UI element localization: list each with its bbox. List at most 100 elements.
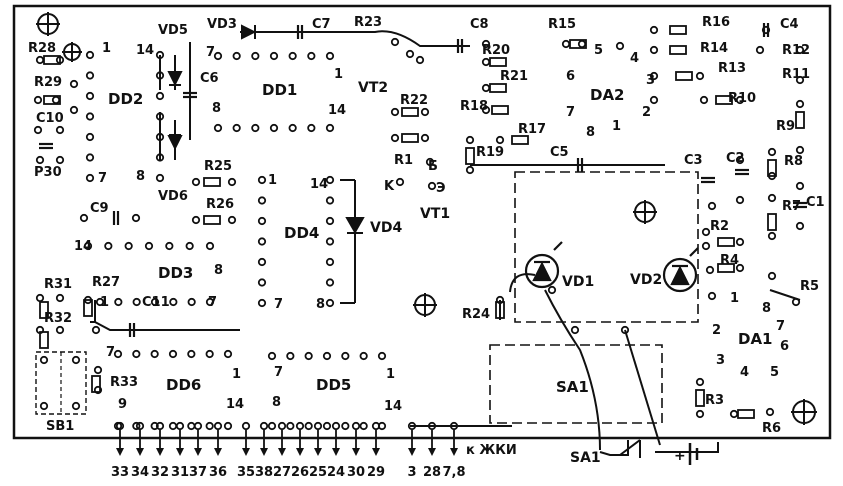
pad bbox=[269, 123, 279, 133]
connector-arrow-icon bbox=[136, 448, 144, 456]
pad bbox=[185, 241, 194, 251]
label-sa1-bottom: SA1 bbox=[570, 450, 601, 466]
pad bbox=[304, 351, 313, 361]
pad bbox=[104, 241, 113, 251]
connector-label: 32 bbox=[151, 465, 169, 480]
pad bbox=[735, 237, 745, 247]
label-r2: R2 bbox=[710, 219, 729, 234]
connector-arrow-icon bbox=[352, 448, 360, 456]
pad bbox=[767, 231, 777, 241]
label-r5: R5 bbox=[800, 279, 819, 294]
pad bbox=[570, 325, 580, 335]
pad bbox=[51, 95, 61, 105]
pad bbox=[795, 181, 805, 191]
pad bbox=[288, 51, 297, 61]
label-c11: C11 bbox=[142, 295, 170, 310]
connector-arrow-icon bbox=[332, 448, 340, 456]
resistor-body bbox=[491, 105, 509, 115]
resistor-body bbox=[717, 237, 735, 247]
connector-arrow-icon bbox=[278, 448, 286, 456]
battery-symbol bbox=[688, 443, 699, 465]
connector-arrow-icon bbox=[428, 448, 436, 456]
label-r7: R7 bbox=[782, 199, 801, 214]
pad bbox=[405, 49, 415, 59]
pad bbox=[71, 401, 81, 411]
label-r1: R1 bbox=[394, 153, 413, 168]
pad bbox=[150, 349, 159, 359]
resistor-body bbox=[675, 71, 693, 81]
connector-arrow-icon bbox=[194, 448, 202, 456]
label-r22: R22 bbox=[400, 93, 428, 108]
label-vd6: VD6 bbox=[158, 189, 188, 204]
pad bbox=[257, 278, 267, 287]
connector-arrow-icon bbox=[242, 448, 250, 456]
label-r4: R4 bbox=[720, 253, 739, 268]
pad bbox=[93, 365, 103, 375]
connector-label: 26 bbox=[291, 465, 309, 480]
pin-number: 7 bbox=[274, 365, 283, 380]
pin-number: 1 bbox=[386, 367, 395, 382]
pin-number: 14 bbox=[384, 399, 402, 414]
connector-pad bbox=[175, 421, 185, 431]
mounting-hole bbox=[36, 12, 60, 36]
pad bbox=[39, 355, 49, 365]
resistor-body bbox=[669, 45, 687, 55]
pad bbox=[695, 377, 705, 387]
pad bbox=[481, 57, 491, 67]
pad bbox=[55, 155, 65, 165]
pad bbox=[69, 79, 79, 89]
pad bbox=[735, 263, 745, 273]
mounting-hole bbox=[791, 399, 817, 425]
connector-arrow-icon bbox=[314, 448, 322, 456]
pad bbox=[205, 349, 214, 359]
connector-pad bbox=[135, 421, 145, 431]
pads-layer bbox=[33, 25, 805, 431]
diode-vd5 bbox=[167, 71, 183, 87]
pad bbox=[85, 132, 95, 142]
label-c4: C4 bbox=[780, 17, 799, 32]
pin-number: 14 bbox=[74, 239, 92, 254]
pad bbox=[649, 95, 659, 105]
label-dd2: DD2 bbox=[108, 90, 143, 108]
resistor-body bbox=[795, 111, 805, 129]
pad bbox=[795, 145, 805, 155]
pad bbox=[547, 285, 557, 295]
pad bbox=[150, 421, 159, 431]
pad bbox=[795, 45, 805, 55]
pad bbox=[205, 241, 215, 251]
pad bbox=[420, 107, 430, 117]
pad bbox=[232, 51, 241, 61]
pad bbox=[155, 91, 165, 101]
diode-vd4 bbox=[345, 217, 365, 235]
label-connector-note: к ЖКИ bbox=[466, 443, 517, 458]
label-r28: R28 bbox=[28, 41, 56, 56]
pad bbox=[55, 125, 65, 135]
pad bbox=[761, 25, 771, 35]
label-c9: C9 bbox=[90, 201, 109, 216]
pad bbox=[307, 123, 316, 133]
connector-pad bbox=[259, 421, 269, 431]
label-vt2: VT2 bbox=[358, 80, 388, 96]
connector-arrow-icon bbox=[116, 448, 124, 456]
pad bbox=[131, 213, 141, 223]
label-r20: R20 bbox=[482, 43, 510, 58]
pad bbox=[191, 215, 201, 225]
pad bbox=[615, 41, 625, 51]
connector-arrow-icon bbox=[260, 448, 268, 456]
pin-number: 3 bbox=[646, 73, 655, 88]
connector-label: 35 bbox=[237, 465, 255, 480]
pad bbox=[465, 135, 475, 145]
pad bbox=[795, 75, 805, 85]
pin-number: 8 bbox=[136, 169, 145, 184]
pad bbox=[425, 157, 435, 167]
pad bbox=[735, 95, 745, 105]
pad bbox=[168, 421, 178, 431]
connector-label: 28 bbox=[423, 465, 441, 480]
label-r9: R9 bbox=[776, 119, 795, 134]
connector-label: 30 bbox=[347, 465, 365, 480]
pad bbox=[191, 177, 201, 187]
label-dd5: DD5 bbox=[316, 376, 351, 394]
component-labels: DD1 DD2 DD3 DD4 DD5 DD6 DA1 DA2 VT1 VT2 … bbox=[28, 15, 825, 466]
resistor-bodies-layer bbox=[39, 25, 805, 419]
label-transistor-k: K bbox=[384, 179, 395, 194]
